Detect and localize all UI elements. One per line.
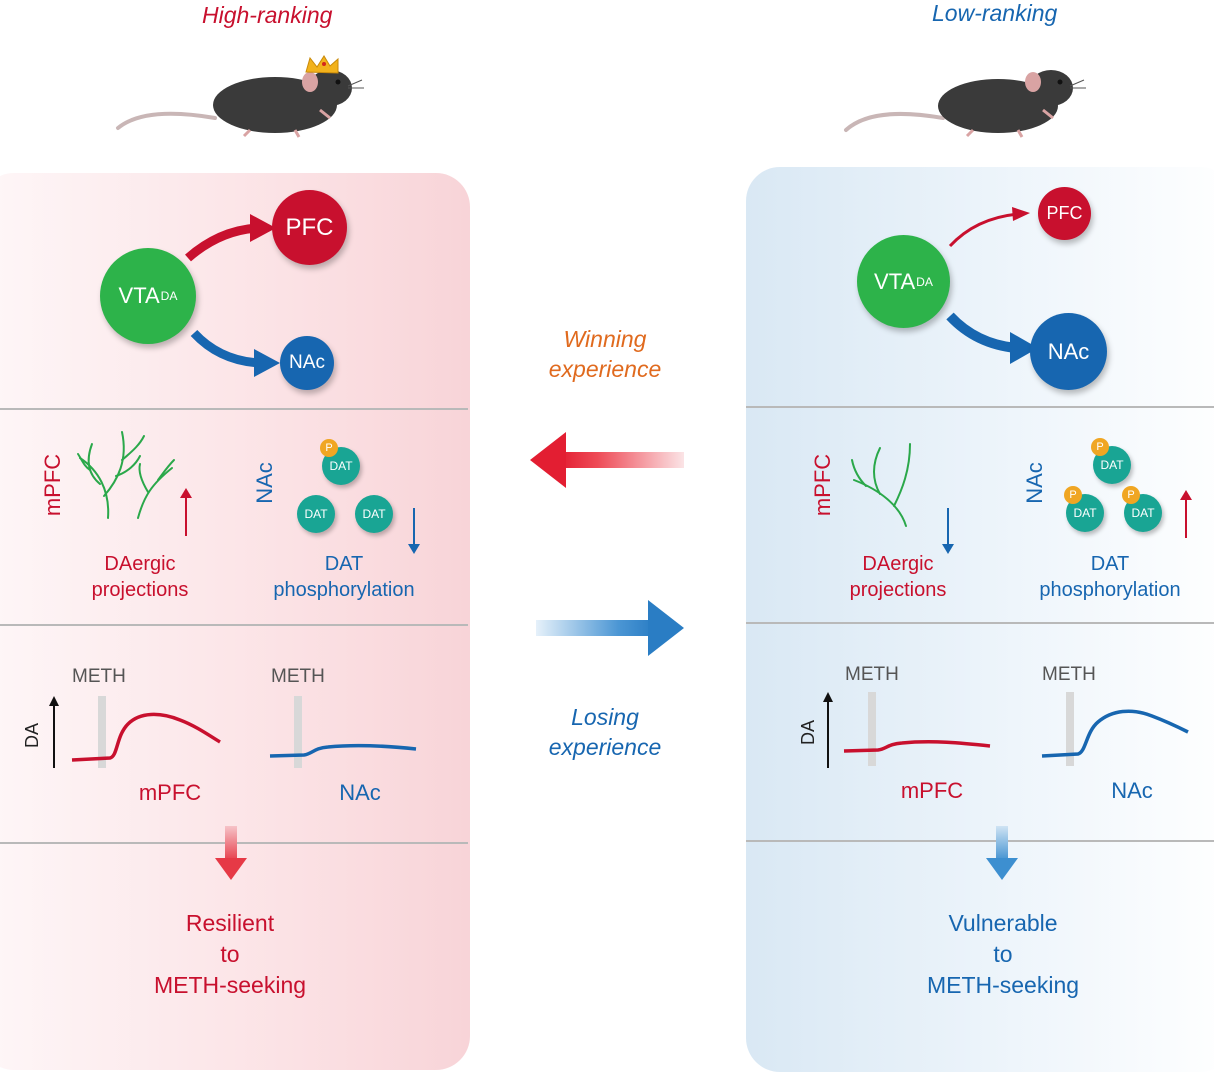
mpfc-trace-label: mPFC — [900, 778, 964, 803]
pfc-node: PFC — [272, 190, 347, 265]
nac-da-trace — [1041, 692, 1189, 766]
nac-region-label: NAc — [251, 462, 277, 504]
da-axis-arrow — [49, 696, 59, 768]
da-axis-label: DA — [798, 719, 819, 746]
mpfc-region-label: mPFC — [40, 453, 66, 517]
phosphate-badge: P — [1122, 486, 1140, 504]
outcome-down-arrow-right — [986, 826, 1018, 880]
mouse-icon-low-ranking — [844, 70, 1086, 138]
losing-line1: Losing — [571, 704, 639, 730]
pfc-label: PFC — [285, 213, 334, 241]
outcome-line2: to — [220, 941, 240, 967]
winning-line1: Winning — [563, 326, 647, 352]
right-divider-1 — [746, 406, 1214, 408]
dat-phospho-label-line1: DAT — [1090, 553, 1130, 575]
nac-label: NAc — [289, 352, 325, 373]
vta-to-nac-arrow-left — [190, 329, 280, 377]
phosphate-badge: P — [1064, 486, 1082, 504]
dat-phospho-label-line2: phosphorylation — [1039, 579, 1181, 601]
dat-molecule: DAT — [297, 495, 335, 533]
meth-label: METH — [845, 664, 899, 685]
losing-arrow — [536, 600, 684, 656]
low-ranking-title: Low-ranking — [932, 0, 1058, 26]
vta-to-pfc-arrow-right — [948, 207, 1030, 248]
outcome-line1: Vulnerable — [948, 910, 1058, 936]
mpfc-da-trace — [71, 696, 221, 768]
vta-superscript: DA — [160, 289, 178, 303]
projections-label-line2: projections — [91, 579, 189, 601]
pfc-label: PFC — [1046, 203, 1083, 223]
projections-label-line2: projections — [849, 579, 947, 601]
left-divider-2 — [0, 624, 468, 626]
mpfc-da-trace — [843, 692, 991, 766]
projection-down-arrow — [942, 508, 954, 554]
phosphorylation-up-arrow — [1180, 490, 1192, 538]
nac-trace-label: NAc — [1111, 778, 1153, 803]
mouse-icon-high-ranking — [116, 55, 364, 138]
vta-label: VTA — [874, 268, 916, 294]
crown-icon — [305, 55, 339, 74]
winning-experience-label: Winning experience — [520, 324, 690, 384]
phosphate-badge: P — [320, 439, 338, 457]
right-divider-3 — [746, 840, 1214, 842]
vta-superscript: DA — [916, 274, 933, 289]
projections-label-line1: DAergic — [862, 553, 934, 575]
winning-arrow — [530, 432, 684, 488]
dopaminergic-fibers-icon — [851, 443, 911, 527]
nac-da-trace — [269, 696, 417, 768]
outcome-line1: Resilient — [185, 910, 275, 936]
vta-to-pfc-arrow-left — [185, 214, 276, 262]
meth-label: METH — [271, 666, 325, 687]
outcome-line2: to — [993, 941, 1013, 967]
projection-up-arrow — [180, 488, 192, 536]
outcome-down-arrow-left — [215, 826, 247, 880]
dat-phospho-label-line2: phosphorylation — [273, 579, 415, 601]
dat-phospho-label-line1: DAT — [324, 553, 364, 575]
losing-experience-label: Losing experience — [520, 702, 690, 762]
phosphate-badge: P — [1091, 438, 1109, 456]
nac-node: NAc — [280, 336, 334, 390]
high-ranking-panel — [0, 173, 470, 1070]
winning-line2: experience — [548, 356, 662, 382]
losing-line2: experience — [548, 734, 662, 760]
vta-to-nac-arrow-right — [946, 312, 1038, 364]
low-ranking-panel — [746, 167, 1214, 1072]
meth-label: METH — [1042, 664, 1096, 685]
nac-trace-label: NAc — [339, 780, 381, 805]
mpfc-trace-label: mPFC — [138, 780, 202, 805]
projections-label-line1: DAergic — [104, 553, 176, 575]
outcome-line3: METH-seeking — [926, 972, 1080, 998]
nac-region-label: NAc — [1021, 462, 1047, 504]
nac-label: NAc — [1047, 338, 1090, 364]
pfc-node: PFC — [1038, 187, 1091, 240]
dopaminergic-fibers-icon — [77, 431, 175, 519]
vta-label: VTA — [118, 283, 160, 308]
dat-molecule: DAT — [1124, 494, 1162, 532]
dat-molecule: DAT — [1066, 494, 1104, 532]
mpfc-region-label: mPFC — [810, 453, 836, 517]
right-divider-2 — [746, 622, 1214, 624]
high-ranking-title: High-ranking — [202, 2, 333, 28]
meth-label: METH — [72, 666, 126, 687]
nac-node: NAc — [1030, 313, 1107, 390]
phosphorylation-down-arrow — [408, 508, 420, 554]
left-divider-1 — [0, 408, 468, 410]
outcome-line3: METH-seeking — [153, 972, 307, 998]
dat-molecule: DAT — [355, 495, 393, 533]
dat-molecule: DAT — [322, 447, 360, 485]
da-axis-label: DA — [22, 722, 43, 749]
da-axis-arrow — [823, 692, 833, 768]
